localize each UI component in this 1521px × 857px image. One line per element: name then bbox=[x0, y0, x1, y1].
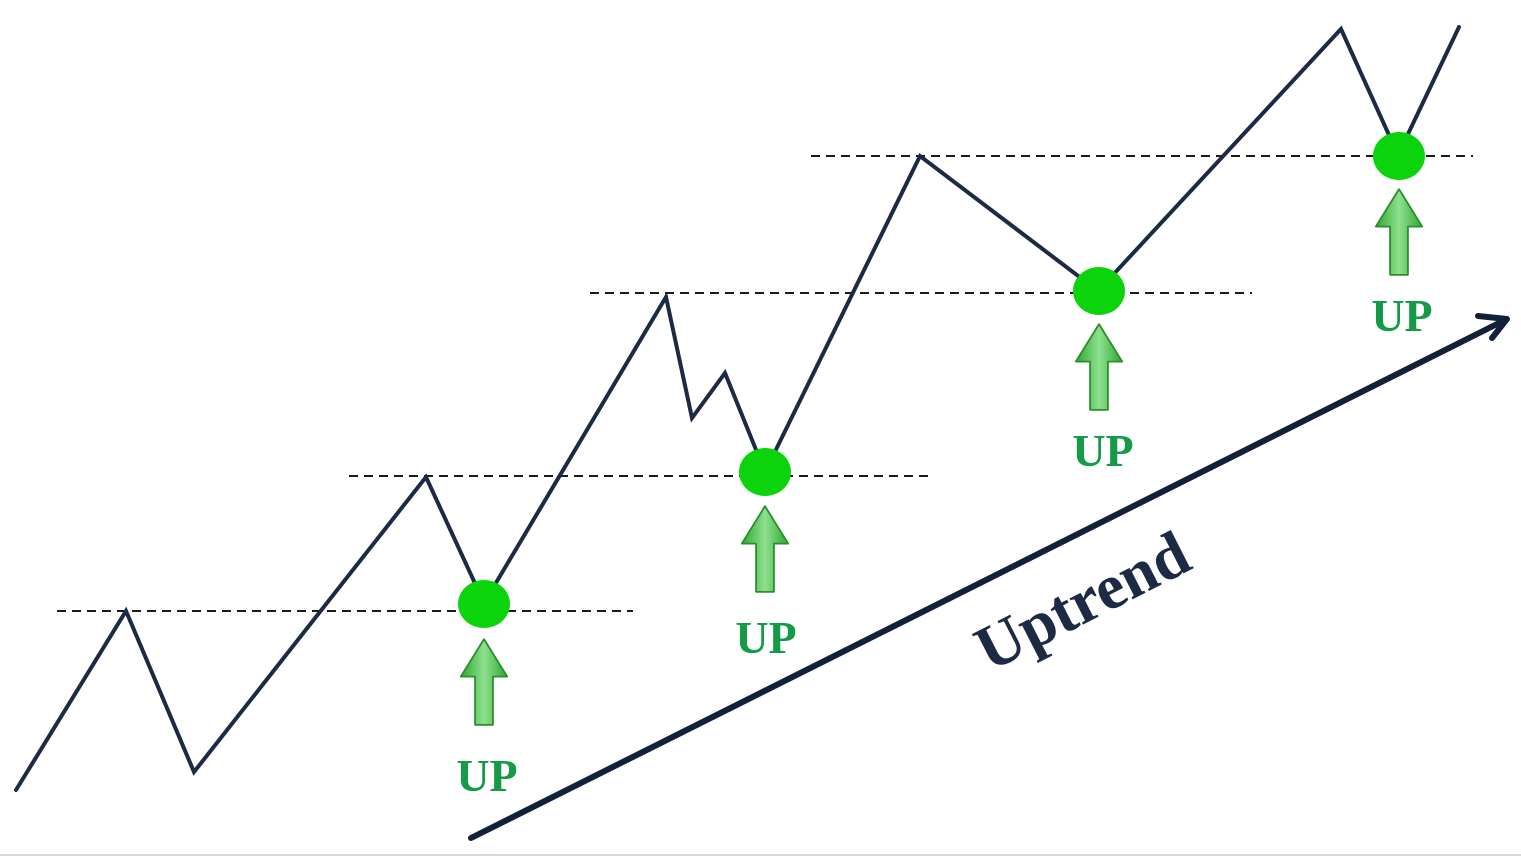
price-path bbox=[14, 25, 1461, 792]
up-label-2: UP bbox=[735, 612, 796, 663]
trend-arrow-line bbox=[468, 317, 1508, 841]
up-arrow-icon bbox=[1074, 323, 1124, 411]
trend-arrow-icon bbox=[468, 313, 1510, 841]
up-arrow-icon bbox=[740, 505, 790, 593]
support-dot-1 bbox=[458, 580, 510, 628]
support-dot-2 bbox=[739, 448, 791, 496]
up-labels: UP UP UP UP bbox=[456, 290, 1432, 801]
up-arrow-icon bbox=[459, 638, 509, 726]
up-arrow-icon bbox=[1374, 188, 1424, 276]
trend-label: Uptrend bbox=[964, 517, 1201, 685]
up-label-3: UP bbox=[1072, 425, 1133, 476]
up-arrows bbox=[459, 188, 1424, 726]
support-dot-4 bbox=[1373, 132, 1425, 180]
trend-arrow-head bbox=[1475, 313, 1510, 341]
up-label-1: UP bbox=[456, 750, 517, 801]
support-dot-3 bbox=[1073, 267, 1125, 315]
support-points bbox=[458, 132, 1425, 628]
up-label-4: UP bbox=[1371, 290, 1432, 341]
